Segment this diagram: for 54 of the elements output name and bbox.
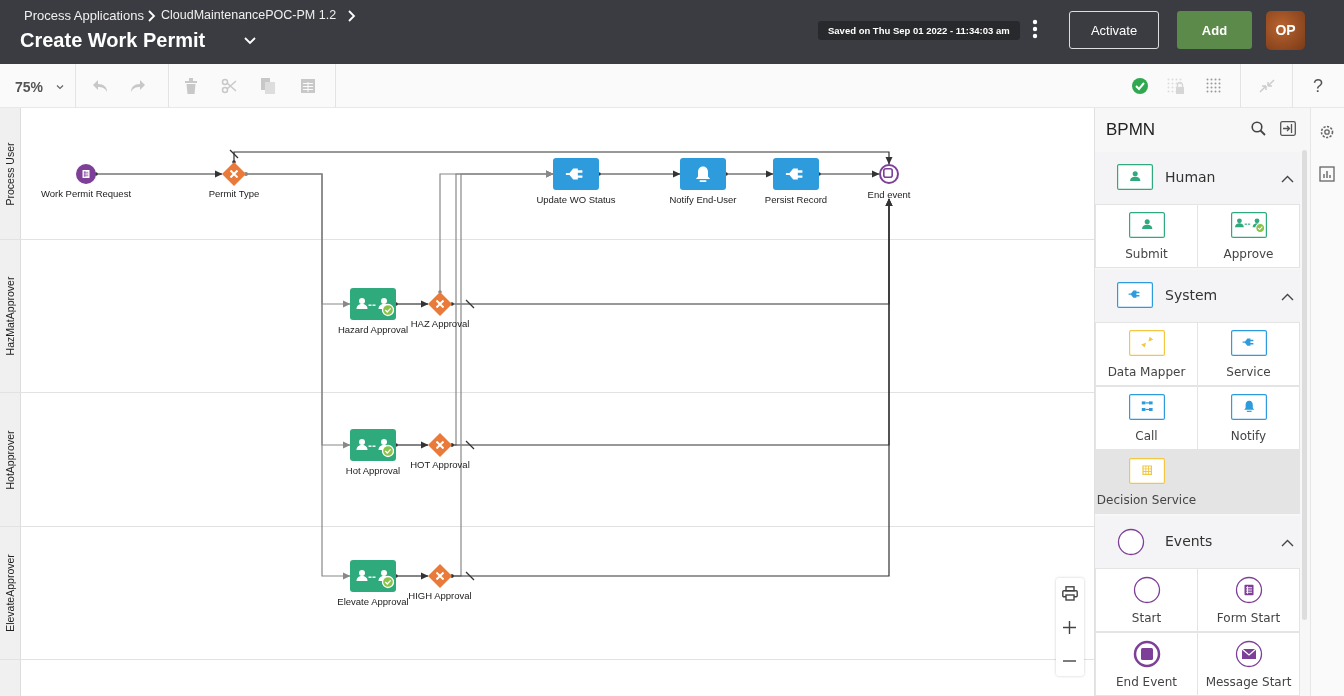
palette-item: Message Start bbox=[1197, 632, 1300, 696]
section-title: Human bbox=[1165, 169, 1216, 185]
palette-item: End Event bbox=[1095, 632, 1198, 696]
palette-item: Approve bbox=[1197, 204, 1300, 268]
lane-label: ElevateApprover bbox=[4, 554, 16, 632]
lane-label: HotApprover bbox=[4, 430, 16, 489]
sequence-flow-arrow bbox=[450, 198, 893, 578]
sequence-flow-arrow bbox=[394, 572, 429, 580]
node-label: HOT Approval bbox=[410, 459, 470, 470]
sequence-flow-arrow bbox=[597, 170, 681, 178]
swimlane bbox=[0, 108, 1094, 240]
swimlane bbox=[0, 240, 1094, 393]
section-title: Events bbox=[1165, 533, 1213, 549]
palette-item: Notify bbox=[1197, 386, 1300, 450]
node-label: Elevate Approval bbox=[337, 596, 409, 607]
user-avatar: OP bbox=[1266, 11, 1305, 50]
node-label: Permit Type bbox=[208, 188, 260, 199]
node-label: Hot Approval bbox=[345, 465, 401, 476]
section-title: System bbox=[1165, 287, 1218, 303]
node-label: Update WO Status bbox=[536, 194, 616, 205]
palette-item: Start bbox=[1095, 568, 1198, 632]
breadcrumb-link: Process Applications bbox=[24, 8, 144, 23]
lane-label: HazMatApprover bbox=[4, 276, 16, 356]
sequence-flow-arrow bbox=[232, 151, 893, 165]
node-label: Work Permit Request bbox=[40, 188, 132, 199]
sequence-flow-arrow bbox=[394, 300, 429, 308]
lane-label: Process User bbox=[4, 142, 16, 205]
node-label: HIGH Approval bbox=[408, 590, 472, 601]
sequence-flow-arrow bbox=[724, 170, 774, 178]
palette-item: Call bbox=[1095, 386, 1198, 450]
palette-title: BPMN bbox=[1106, 120, 1156, 140]
node-label: Hazard Approval bbox=[337, 324, 409, 335]
node-label: Notify End-User bbox=[669, 194, 737, 205]
palette-item: Service bbox=[1197, 322, 1300, 386]
palette-item: Decision Service bbox=[1095, 450, 1198, 514]
sequence-flow-arrow bbox=[817, 170, 880, 178]
node-label: End event bbox=[867, 189, 911, 200]
palette-item: Form Start bbox=[1197, 568, 1300, 632]
palette-item: Submit bbox=[1095, 204, 1198, 268]
zoom-dropdown: 75% bbox=[8, 73, 66, 101]
save-status-badge: Saved on Thu Sep 01 2022 - 11:34:03 am bbox=[818, 21, 1020, 40]
node-label: Persist Record bbox=[764, 194, 828, 205]
help-button: ? bbox=[1305, 72, 1331, 100]
breadcrumb-link: CloudMaintenancePOC-PM 1.2 bbox=[161, 8, 337, 22]
palette-item: Data Mapper bbox=[1095, 322, 1198, 386]
page-title: Create Work Permit bbox=[20, 29, 206, 52]
swimlane bbox=[0, 393, 1094, 527]
node-label: HAZ Approval bbox=[410, 318, 470, 329]
add-button: Add bbox=[1177, 11, 1252, 49]
activate-button: Activate bbox=[1069, 11, 1159, 49]
sequence-flow-arrow bbox=[244, 172, 351, 580]
swimlane bbox=[0, 527, 1094, 660]
sequence-flow-arrow bbox=[94, 170, 223, 178]
sequence-flow-arrow bbox=[394, 441, 429, 449]
